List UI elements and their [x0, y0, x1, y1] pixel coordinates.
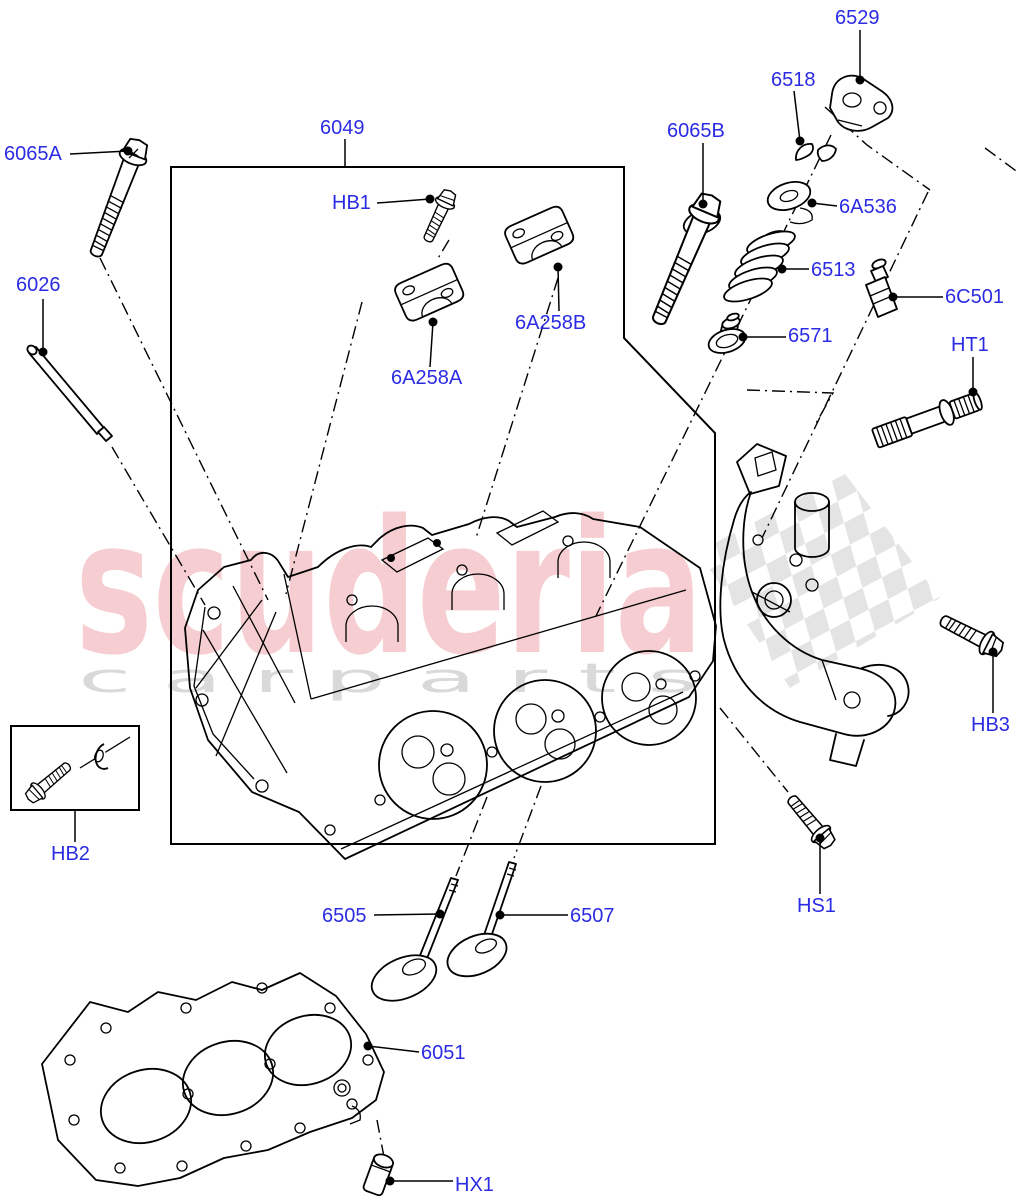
callout-6507[interactable]: 6507 [570, 905, 615, 927]
callout-6505[interactable]: 6505 [322, 905, 367, 927]
bolt-HS1 [780, 789, 841, 854]
callout-6A258A[interactable]: 6A258A [391, 367, 463, 389]
callout-HB1[interactable]: HB1 [332, 192, 371, 214]
watermark-checkered-flag [698, 474, 940, 688]
valve-collets-6518 [795, 143, 837, 162]
construction-lines [99, 106, 1020, 1158]
alignment-dot [433, 539, 441, 547]
callout-6A536[interactable]: 6A536 [839, 196, 897, 218]
callout-HB2[interactable]: HB2 [51, 843, 90, 865]
leader-dots [38, 75, 998, 1186]
callout-HT1[interactable]: HT1 [951, 334, 989, 356]
cylinder-head-drawing [184, 510, 717, 860]
callout-6529[interactable]: 6529 [835, 7, 880, 29]
callout-6571[interactable]: 6571 [788, 325, 833, 347]
stud-HT1 [871, 391, 983, 449]
bolt-6065B [642, 188, 728, 331]
callout-6518[interactable]: 6518 [771, 69, 816, 91]
watermark-brand-text: scuderia [75, 480, 703, 696]
callout-6051[interactable]: 6051 [421, 1042, 466, 1064]
callout-6065A[interactable]: 6065A [4, 143, 62, 165]
callout-6A258B[interactable]: 6A258B [515, 312, 587, 334]
cam-cap-6A258A [394, 262, 465, 322]
valve-6505 [370, 877, 459, 1002]
head-gasket-drawing [41, 972, 385, 1187]
cam-cap-6A258B [504, 205, 575, 265]
watermark-tagline-text: c a r p a r t s [78, 656, 698, 702]
callout-HX1[interactable]: HX1 [455, 1174, 494, 1196]
group-box-6049 [170, 166, 716, 845]
callout-6C501[interactable]: 6C501 [945, 286, 1004, 308]
rod-6026 [26, 344, 113, 442]
spring-retainer-6A536 [766, 180, 813, 225]
bracket-drawing [719, 443, 910, 767]
leader-lines [42, 30, 994, 1182]
watermark: scuderia c a r p a r t s [75, 474, 940, 702]
valve-seal-6571 [707, 312, 747, 354]
callout-6026[interactable]: 6026 [16, 274, 61, 296]
bolt-6065A [81, 134, 154, 262]
callout-6065B[interactable]: 6065B [667, 120, 725, 142]
callout-HS1[interactable]: HS1 [797, 895, 836, 917]
alignment-dot [387, 554, 395, 562]
valve-6507 [446, 861, 517, 978]
callout-6049[interactable]: 6049 [320, 117, 365, 139]
lash-adjuster-6C501 [865, 258, 898, 318]
bolt-HB1 [417, 185, 461, 247]
callout-6513[interactable]: 6513 [811, 259, 856, 281]
hb2-inset-drawing [21, 736, 131, 808]
valve-spring-6513 [723, 230, 796, 303]
rocker-arm-6529 [829, 74, 894, 132]
dowel-HX1 [362, 1153, 394, 1197]
callout-HB3[interactable]: HB3 [971, 714, 1010, 736]
